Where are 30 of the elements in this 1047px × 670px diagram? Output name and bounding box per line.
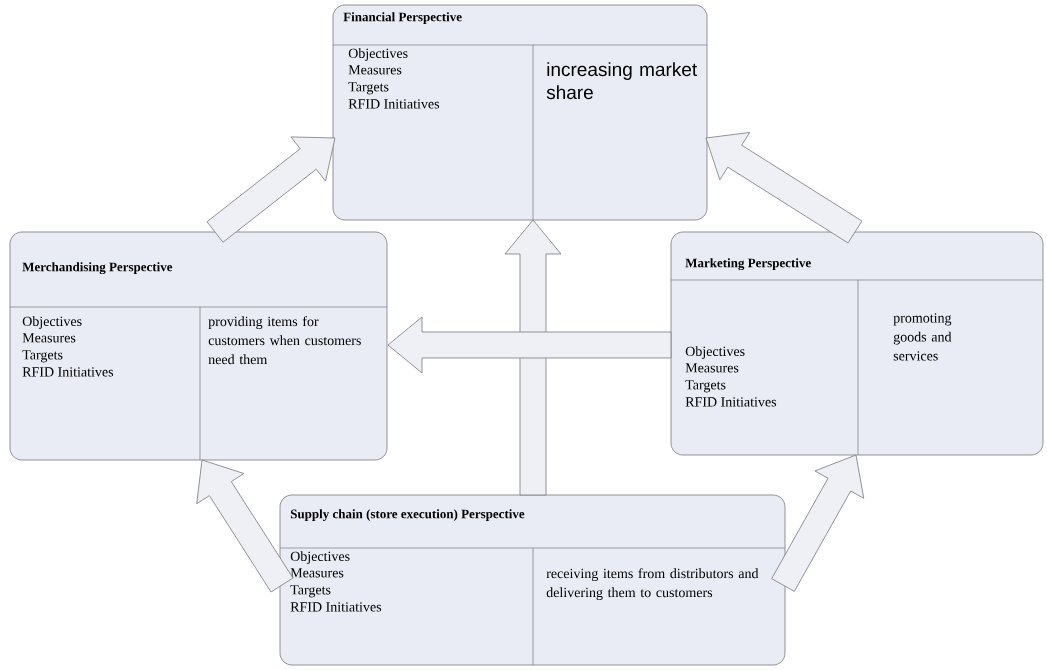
list-item: Targets <box>348 82 389 95</box>
list-item: Targets <box>22 350 63 363</box>
box-title: Supply chain (store execution) Perspective <box>290 509 525 522</box>
list-item: RFID Initiatives <box>290 602 382 612</box>
block-arrow <box>771 454 865 592</box>
list-item: Targets <box>290 585 331 598</box>
description: providing items for customers when customers need them <box>208 316 361 365</box>
list-item: Objectives <box>685 346 745 359</box>
block-arrow <box>387 316 672 374</box>
box-title: Marketing Perspective <box>685 258 811 271</box>
list-item: Targets <box>685 380 726 393</box>
box-title: Financial Perspective <box>343 12 462 24</box>
description: increasing market share <box>546 62 698 100</box>
list-item: Objectives <box>22 316 82 329</box>
block-arrow <box>504 219 562 496</box>
list-item: Measures <box>348 65 402 75</box>
description: receiving items from distributors and delivering them to customers <box>546 568 759 601</box>
box-title: Merchandising Perspective <box>22 262 173 275</box>
block-arrow <box>206 136 336 243</box>
block-arrow <box>196 459 294 593</box>
list-item: Measures <box>22 333 76 343</box>
description: promoting goods and services <box>893 313 952 361</box>
list-item: Objectives <box>348 48 408 61</box>
block-arrow <box>705 132 863 244</box>
list-item: RFID Initiatives <box>348 99 440 109</box>
list-item: Measures <box>685 363 739 373</box>
list-item: RFID Initiatives <box>685 397 777 407</box>
list-item: Measures <box>290 568 344 578</box>
list-item: RFID Initiatives <box>22 367 114 377</box>
list-item: Objectives <box>290 551 350 564</box>
